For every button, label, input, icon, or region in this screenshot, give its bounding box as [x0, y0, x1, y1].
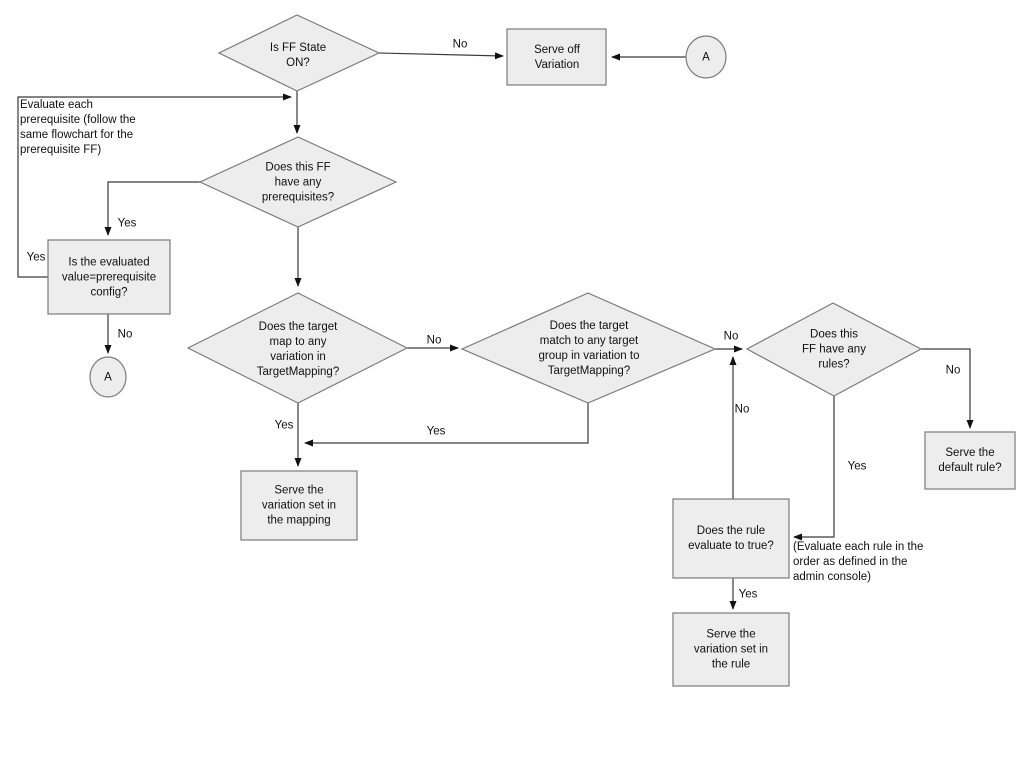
edge-label-target-map-yes: Yes: [274, 419, 294, 432]
decision-has-prerequisites-shape: [198, 136, 398, 228]
edge-label-target-group-yes: Yes: [426, 425, 446, 438]
edge-prereq-loop-back: [17, 93, 292, 278]
decision-is-ff-state-on-shape: [217, 14, 381, 92]
edge-targetgroup-yes-to-mapping: [304, 403, 589, 447]
edge-prereqs-yes-to-config: [104, 181, 200, 236]
edge-label-target-map-no: No: [426, 334, 442, 347]
connector-a-top-label: A: [702, 51, 710, 64]
decision-has-rules-label: Does this FF have any rules?: [802, 328, 866, 371]
rules-order-note: (Evaluate each rule in the order as defi…: [793, 541, 924, 583]
process-serve-off-variation-label: Serve off Variation: [534, 44, 580, 71]
edge-rules-no-to-default: [921, 348, 974, 429]
edge-ffstate-no-to-serve-off: [378, 52, 504, 60]
process-evaluated-value-config-label: Is the evaluated value=prerequisite conf…: [61, 256, 157, 299]
process-serve-variation-mapping-shape: [240, 470, 358, 541]
edge-label-has-rules-no: No: [945, 364, 961, 377]
connector-a-bottom-label: A: [104, 371, 112, 384]
edge-label-config-no: No: [117, 328, 133, 341]
edge-label-prereq-yes: Yes: [117, 217, 137, 230]
process-serve-default-rule-shape: [924, 431, 1016, 490]
decision-target-group-label: Does the target match to any target grou…: [538, 320, 640, 377]
process-serve-variation-rule-shape: [672, 612, 790, 687]
decision-target-maps-shape: [186, 292, 409, 404]
edge-label-prereq-loop-yes: Yes: [26, 251, 46, 264]
decision-target-maps-label: Does the target map to any variation in …: [256, 321, 340, 378]
edge-label-ff-state-no: No: [452, 38, 468, 51]
decision-has-prerequisites-label: Does this FF have any prerequisites?: [261, 161, 335, 204]
connector-a-top-shape: [685, 35, 727, 79]
prerequisite-note: Evaluate each prerequisite (follow the s…: [20, 99, 136, 156]
edge-rules-yes-to-rule-eval: [793, 396, 835, 541]
process-serve-default-rule-label: Serve the default rule?: [938, 447, 1002, 474]
edge-label-has-rules-yes: Yes: [847, 460, 867, 473]
decision-target-group-shape: [460, 292, 717, 404]
edge-label-target-group-no: No: [723, 330, 739, 343]
decision-is-ff-state-on-label: Is FF State ON?: [269, 42, 327, 69]
process-serve-variation-mapping-label: Serve the variation set in the mapping: [261, 484, 337, 527]
process-rule-evaluates-true-shape: [672, 498, 790, 579]
decision-has-rules-shape: [745, 302, 923, 397]
edge-label-rule-loop-no: No: [734, 403, 750, 416]
process-rule-evaluates-true-label: Does the rule evaluate to true?: [688, 525, 774, 552]
edge-label-rule-true-yes: Yes: [738, 588, 758, 601]
process-serve-off-variation-shape: [506, 28, 607, 86]
process-evaluated-value-config-shape: [47, 239, 171, 315]
process-serve-variation-rule-label: Serve the variation set in the rule: [693, 628, 769, 671]
connector-a-bottom-shape: [89, 356, 127, 398]
